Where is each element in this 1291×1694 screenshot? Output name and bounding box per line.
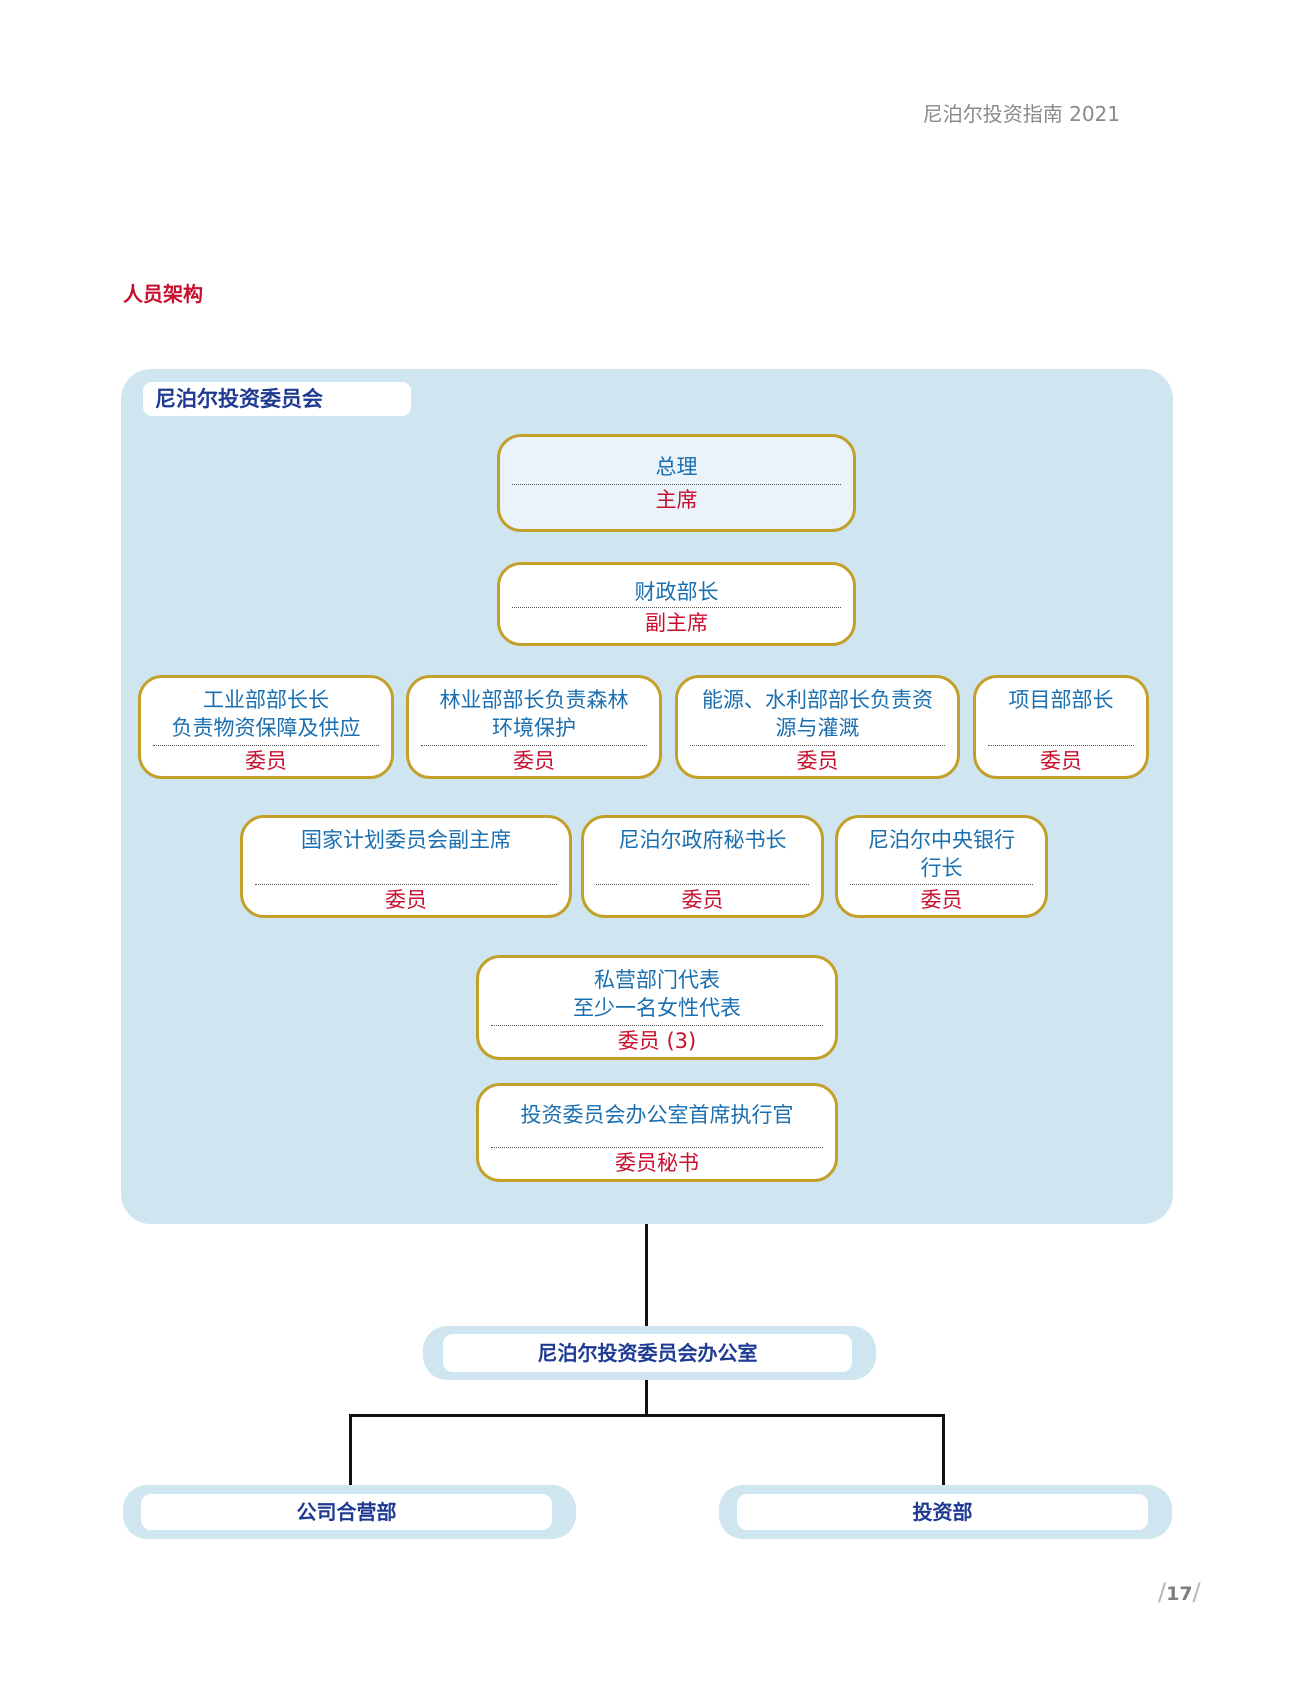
connector-right-dept [942, 1414, 945, 1486]
page-number-divider: / [1192, 1578, 1201, 1606]
member-title: 能源、水利部部长负责资 源与灌溉 [702, 688, 933, 740]
section-title: 人员架构 [123, 282, 203, 306]
separator [153, 745, 379, 746]
member-role: 委员 [920, 888, 963, 912]
member-box-industry-minister: 工业部部长长 负责物资保障及供应 委员 [138, 675, 394, 779]
separator [850, 884, 1033, 885]
member-title: 总理 [655, 455, 698, 479]
member-title: 国家计划委员会副主席 [301, 828, 511, 852]
member-box-private-sector: 私营部门代表 至少一名女性代表 委员 (3) [476, 955, 838, 1060]
connector-left-dept [349, 1414, 352, 1486]
member-box-planning-commission: 国家计划委员会副主席 委员 [240, 815, 572, 918]
member-box-chief-secretary: 尼泊尔政府秘书长 委员 [581, 815, 824, 918]
separator [512, 484, 841, 485]
member-role: 委员 [796, 749, 839, 773]
member-title: 投资委员会办公室首席执行官 [520, 1103, 794, 1127]
member-title: 尼泊尔政府秘书长 [618, 828, 787, 852]
member-box-ceo: 投资委员会办公室首席执行官 委员秘书 [476, 1083, 838, 1182]
member-title: 私营部门代表 至少一名女性代表 [573, 968, 741, 1020]
page-number: /17/ [1158, 1578, 1201, 1606]
separator [512, 607, 841, 608]
member-role: 委员秘书 [615, 1151, 699, 1175]
member-title: 林业部部长负责森林 环境保护 [439, 688, 629, 740]
member-title: 尼泊尔中央银行 行长 [868, 828, 1015, 880]
separator [491, 1025, 823, 1026]
member-title: 项目部部长 [1008, 688, 1114, 712]
member-box-central-bank-governor: 尼泊尔中央银行 行长 委员 [835, 815, 1048, 918]
member-role: 委员 [1040, 749, 1082, 773]
member-box-premier: 总理 主席 [497, 434, 856, 532]
separator [988, 745, 1134, 746]
member-role: 委员 [681, 888, 724, 912]
header-title: 尼泊尔投资指南 2021 [922, 102, 1120, 126]
separator [421, 745, 647, 746]
member-box-finance-minister: 财政部长 副主席 [497, 562, 856, 646]
member-box-energy-minister: 能源、水利部部长负责资 源与灌溉 委员 [675, 675, 960, 779]
page-number-divider: / [1158, 1578, 1167, 1606]
office-label: 尼泊尔投资委员会办公室 [443, 1334, 852, 1372]
separator [596, 884, 809, 885]
committee-label: 尼泊尔投资委员会 [143, 382, 411, 416]
connector-horizontal [349, 1414, 945, 1417]
member-box-forest-minister: 林业部部长负责森林 环境保护 委员 [406, 675, 662, 779]
separator [690, 745, 945, 746]
member-role: 副主席 [645, 611, 708, 635]
member-box-projects-minister: 项目部部长 委员 [973, 675, 1149, 779]
member-role: 委员 [385, 888, 427, 912]
member-role: 委员 [513, 749, 555, 773]
member-title: 工业部部长长 负责物资保障及供应 [171, 688, 361, 740]
member-role: 主席 [655, 488, 698, 512]
separator [491, 1147, 823, 1148]
page-number-value: 17 [1166, 1583, 1193, 1605]
member-title: 财政部长 [634, 580, 719, 604]
connector-office-branch [645, 1379, 648, 1417]
member-role: 委员 [245, 749, 287, 773]
connector-committee-office [645, 1224, 648, 1326]
department-label-joint-venture: 公司合营部 [141, 1494, 552, 1530]
department-label-investment: 投资部 [737, 1494, 1148, 1530]
separator [255, 884, 557, 885]
member-role: 委员 (3) [617, 1029, 697, 1053]
